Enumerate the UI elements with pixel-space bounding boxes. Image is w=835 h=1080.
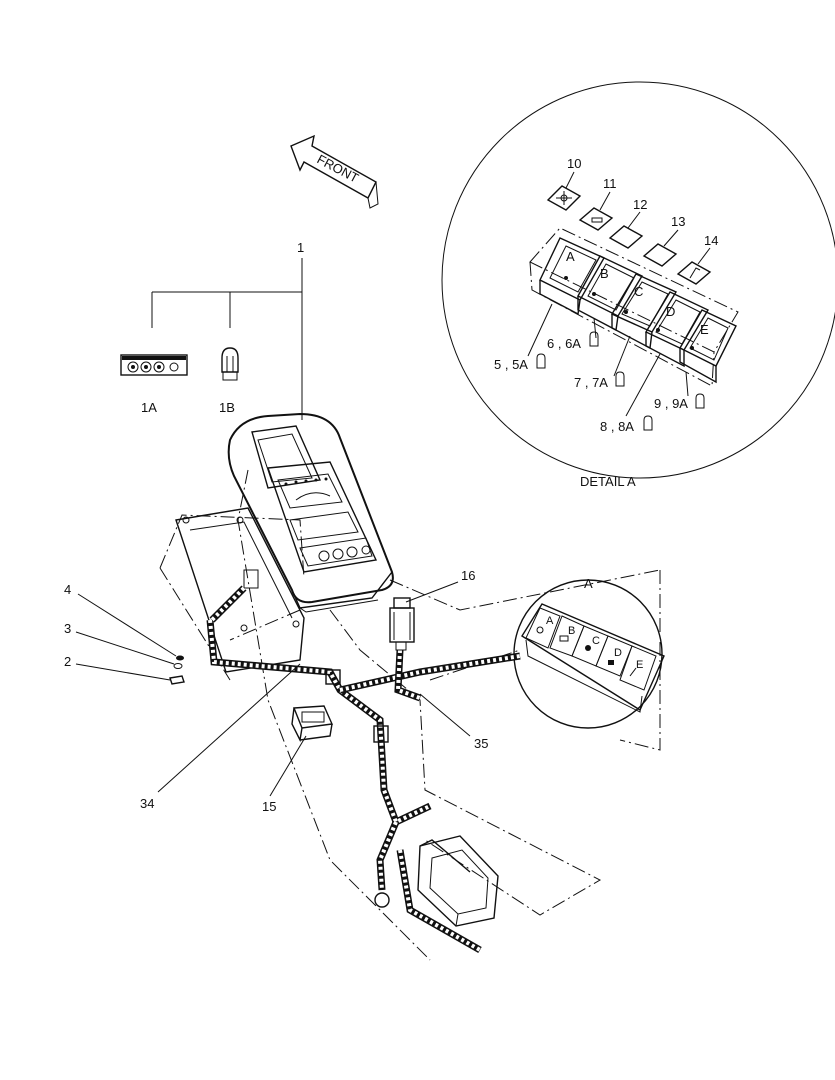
callout-switch-panel bbox=[521, 603, 665, 713]
detail-a-title: DETAIL A bbox=[580, 474, 636, 489]
item-1-leaders bbox=[151, 258, 303, 420]
label-12: 12 bbox=[633, 197, 647, 212]
sun-symbol-icon bbox=[546, 185, 582, 211]
leader-14 bbox=[697, 247, 711, 265]
gauge-dots bbox=[284, 477, 331, 501]
label-15: 15 bbox=[262, 799, 276, 814]
leader-12 bbox=[627, 211, 641, 229]
leader-16 bbox=[405, 581, 459, 603]
switch-letter-b: B bbox=[600, 266, 609, 281]
worklight-symbol-icon bbox=[642, 243, 678, 267]
label-4: 4 bbox=[64, 582, 71, 597]
label-1b: 1B bbox=[219, 400, 235, 415]
label-11: 11 bbox=[603, 176, 617, 191]
label-13: 13 bbox=[671, 214, 685, 229]
detail-switch-e bbox=[679, 309, 737, 384]
headlight-symbol-icon bbox=[578, 207, 614, 231]
fasteners bbox=[169, 655, 185, 685]
label-2: 2 bbox=[64, 654, 71, 669]
label-7-7a: 7 , 7A bbox=[574, 375, 608, 390]
leader-13 bbox=[663, 229, 679, 247]
callout-letter-a: A bbox=[546, 615, 554, 627]
leader-5 bbox=[527, 303, 553, 357]
switch-letter-c: C bbox=[634, 284, 643, 299]
detail-a-callout-circle bbox=[513, 579, 663, 729]
callout-letter-e: E bbox=[636, 659, 643, 671]
label-35: 35 bbox=[474, 736, 488, 751]
leader-4 bbox=[77, 593, 177, 657]
indicator-strip-1a bbox=[120, 354, 188, 376]
pressure-switch bbox=[389, 597, 415, 651]
detail-a-callout-label: A bbox=[584, 576, 593, 591]
label-34: 34 bbox=[140, 796, 154, 811]
harness-connector bbox=[373, 725, 389, 743]
label-1: 1 bbox=[297, 240, 304, 255]
switch-letter-a: A bbox=[566, 249, 575, 264]
wire-harness bbox=[206, 585, 521, 954]
bulb-icon bbox=[221, 347, 239, 381]
leader-11 bbox=[599, 191, 611, 211]
label-16: 16 bbox=[461, 568, 475, 583]
harness-connector bbox=[325, 669, 341, 685]
relay-module bbox=[291, 705, 334, 743]
leader-8 bbox=[625, 353, 661, 417]
label-5-5a: 5 , 5A bbox=[494, 357, 528, 372]
detail-switch-a bbox=[539, 237, 605, 316]
lower-cab-bracket bbox=[417, 835, 499, 927]
leader-15 bbox=[269, 735, 307, 797]
ground-connector bbox=[374, 892, 390, 908]
detail-a-circle bbox=[441, 81, 835, 479]
label-3: 3 bbox=[64, 621, 71, 636]
label-8-8a: 8 , 8A bbox=[600, 419, 634, 434]
switch-letter-d: D bbox=[666, 304, 675, 319]
label-10: 10 bbox=[567, 156, 581, 171]
horn-symbol-icon bbox=[676, 261, 712, 285]
leader-7 bbox=[613, 335, 631, 377]
leader-3 bbox=[75, 631, 175, 665]
label-1a: 1A bbox=[141, 400, 157, 415]
leader-10 bbox=[565, 171, 575, 189]
label-14: 14 bbox=[704, 233, 718, 248]
instrument-console bbox=[227, 412, 394, 613]
beacon-symbol-icon bbox=[608, 225, 644, 249]
mounting-bracket bbox=[175, 507, 305, 673]
cab-structure-outline bbox=[159, 469, 661, 961]
detail-switch-panel bbox=[529, 227, 739, 387]
front-arrow: FRONT bbox=[290, 134, 379, 209]
label-9-9a: 9 , 9A bbox=[654, 396, 688, 411]
callout-letter-b: B bbox=[568, 625, 575, 637]
bulb-marker-icon bbox=[536, 331, 705, 431]
detail-switch-d bbox=[645, 291, 709, 368]
leader-9 bbox=[685, 371, 689, 397]
leader-34 bbox=[157, 663, 301, 793]
leader-2 bbox=[75, 663, 171, 681]
leader-35 bbox=[419, 693, 471, 737]
callout-letter-c: C bbox=[592, 635, 600, 647]
leader-6 bbox=[593, 317, 597, 339]
switch-letter-e: E bbox=[700, 322, 709, 337]
callout-letter-d: D bbox=[614, 647, 622, 659]
label-6-6a: 6 , 6A bbox=[547, 336, 581, 351]
